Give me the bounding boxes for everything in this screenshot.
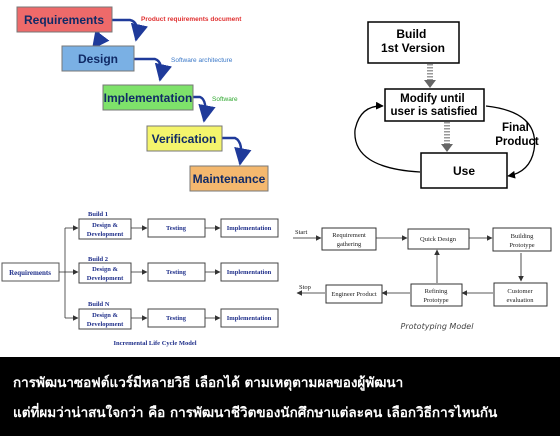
building-prototype-box (492, 227, 552, 252)
customer-evaluation-box (493, 282, 548, 307)
testing-box (147, 218, 206, 238)
incremental-branches (59, 225, 221, 321)
waterfall-connectors (91, 18, 252, 166)
stage-maintenance-label: Maintenance (193, 172, 266, 186)
design-box (78, 262, 132, 284)
incremental-title: Incremental Life Cycle Model (113, 340, 196, 347)
build-first-version-box (367, 21, 460, 64)
stage-design-box (61, 45, 135, 72)
build-2-label: Build 2 (88, 256, 108, 263)
stage-requirements-box (16, 6, 113, 33)
testing-box (147, 308, 206, 328)
quick-design-box (407, 228, 470, 250)
stage-requirements-label: Requirements (24, 13, 104, 27)
build-n-label: Build N (88, 301, 110, 308)
testing-label: Testing (166, 225, 187, 232)
build-1-label: Build 1 (88, 211, 108, 218)
incremental-requirements-label: Requirements (9, 269, 51, 277)
modify-to-use-arrowhead (441, 144, 453, 152)
build-first-version-label: Build 1st Version (381, 27, 445, 55)
build-to-modify-arrowhead (424, 80, 436, 88)
stage-design-label: Design (78, 52, 118, 66)
build-line-2: 1st Version (381, 41, 445, 55)
requirement-gathering-box (321, 227, 377, 251)
caption-line-1: การพัฒนาซอฟต์แวร์มีหลายวิธี เลือกได้ ตาม… (13, 375, 404, 391)
implementation-label: Implementation (227, 315, 272, 322)
design-box (78, 218, 132, 240)
waterfall-diagram: Requirements Design Implementation Verif… (16, 6, 269, 192)
thai-caption-panel: การพัฒนาซอฟต์แวร์มีหลายวิธี เลือกได้ ตาม… (0, 357, 560, 436)
use-box (420, 152, 508, 189)
implementation-box (220, 218, 279, 238)
engineer-product-label: Engineer Product (331, 291, 377, 298)
testing-label: Testing (166, 315, 187, 322)
incremental-row-1: Design &Development Testing Implementati… (78, 218, 279, 240)
stage-verification-label: Verification (152, 132, 217, 146)
design-label: Design &Development (87, 222, 124, 238)
design-label: Design &Development (87, 312, 124, 328)
note-software-architecture: Software architecture (171, 57, 233, 64)
prototyping-title: Prototyping Model (401, 322, 475, 331)
stage-maintenance-box (189, 165, 269, 192)
testing-box (147, 262, 206, 282)
stage-implementation-box (102, 84, 194, 111)
implementation-label: Implementation (227, 225, 272, 232)
start-label: Start (295, 229, 307, 236)
incremental-diagram: Requirements Build 1 Build 2 Build N Des… (1, 211, 279, 347)
note-software: Software (212, 96, 238, 103)
quick-design-label: Quick Design (420, 236, 457, 243)
modify-box (384, 88, 485, 122)
incremental-row-2: Design &Development Testing Implementati… (78, 262, 279, 284)
modify-line-2: user is satisfied (391, 106, 478, 118)
modify-to-use-loop (485, 105, 536, 179)
refining-prototype-box (410, 283, 463, 307)
implementation-box (220, 308, 279, 328)
implementation-label: Implementation (227, 269, 272, 276)
engineer-product-box (325, 284, 383, 304)
use-label: Use (453, 164, 475, 178)
prototyping-arrows (293, 235, 524, 296)
incremental-row-n: Design &Development Testing Implementati… (78, 308, 279, 330)
final-product-label: Final Product (495, 122, 539, 148)
final-line-1: Final (502, 122, 529, 134)
design-box (78, 308, 132, 330)
note-product-requirements: Product requirements document (141, 16, 242, 23)
prototype-cycle-diagram: Build 1st Version Modify until user is s… (354, 21, 539, 189)
stage-implementation-label: Implementation (104, 91, 193, 105)
final-line-2: Product (495, 136, 539, 148)
implementation-box (220, 262, 279, 282)
modify-label: Modify until user is satisfied (391, 93, 478, 118)
modify-line-1: Modify until (400, 93, 465, 105)
testing-label: Testing (166, 269, 187, 276)
use-to-modify-loop (354, 101, 421, 173)
build-line-1: Build (396, 27, 426, 41)
stage-verification-box (146, 125, 223, 152)
stop-label: Stop (299, 284, 311, 291)
caption-line-2: แต่ที่ผมว่าน่าสนใจกว่า คือ การพัฒนาชีวิต… (13, 405, 498, 421)
design-label: Design &Development (87, 266, 124, 282)
